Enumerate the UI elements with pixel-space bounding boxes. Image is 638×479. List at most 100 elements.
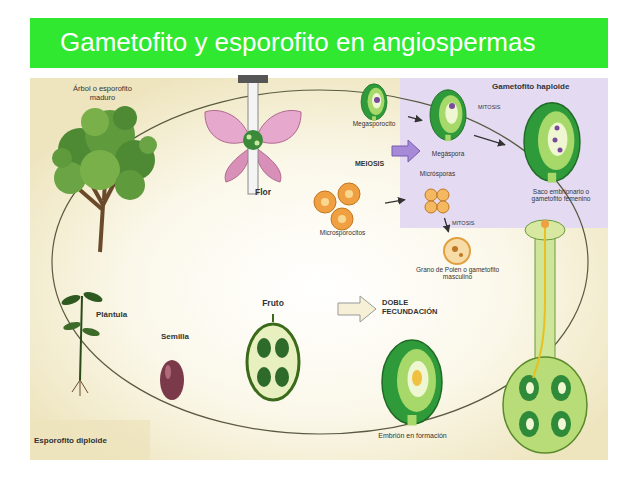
stage-label: Megasporocito [340,120,408,127]
sac-nucleus [555,126,560,131]
pistil-illustration [503,220,587,453]
pollen-grain [444,238,470,264]
ovule [551,375,571,401]
petal [225,148,250,182]
tree-canopy [80,150,120,190]
tree-canopy [115,170,145,200]
megasporocyte-cell [374,97,380,103]
seedling-leaf [81,326,100,337]
pollen-tube [533,226,545,378]
stage-node: Fruto [238,298,308,408]
microsporocyte [338,183,360,205]
meiosis-arrow [392,140,420,162]
embryo [412,370,422,386]
stage-node: Saco embrionario o gametofito femenino [505,98,605,222]
stage-node: Megáspora [422,80,474,175]
seedling-stem [80,296,82,380]
ovary-dot [255,141,260,146]
ovule [551,411,571,437]
stage-label: Grano de Polen o gametofito masculino [415,266,500,281]
stage-label: Megáspora [422,150,474,157]
title-banner [30,18,608,68]
microspore [425,201,437,213]
microspore [425,189,437,201]
pollen-nucleus [452,246,458,252]
haploid-region [400,78,608,228]
stage-label: Micrósporas [405,170,470,177]
tree-illustration [52,106,157,252]
megasporocyte-ovule [361,84,387,121]
cycle-label: Esporofito diploide [34,436,144,445]
pollen-nucleus [459,253,463,257]
flower-illustration [205,75,301,194]
ovule-sac [558,382,566,394]
stage-node: Micrósporas [405,170,470,218]
tree-canopy [113,106,137,130]
tree-canopy [139,136,157,154]
fruit-seed [275,367,289,387]
petal [256,148,281,182]
seedling-roots [72,380,88,396]
fruit-stalk [272,314,274,322]
microsporocyte [331,208,353,230]
seedling-leaf [82,290,104,304]
cycle-label: Gametofito haploide [492,82,604,91]
stage-node: Microsporocitos [300,178,385,243]
stage-node: Embrión en formación [360,330,465,450]
fruit-seed [275,338,289,358]
stage-arrow [474,135,505,144]
seedling-illustration [60,290,104,396]
microsporocyte-nucleus [338,215,346,223]
fruit-wall [247,324,299,400]
tree-canopy [52,148,72,168]
microsporocyte-nucleus [345,190,353,198]
picture-background [30,78,608,460]
ovule-sac [526,382,534,394]
fruit-seed [257,338,271,358]
stage-label: Microsporocitos [300,229,385,236]
ovary [243,130,263,150]
tree-canopy [81,108,109,136]
microsporocyte [314,191,336,213]
stage-node: Flor [200,72,310,207]
seedling-leaf [60,293,82,307]
cycle-label: DOBLE FECUNDACIÓN [382,299,444,316]
stage-label: Flor [255,188,295,198]
seedling-leaf [62,320,81,331]
stage-node: Plántula [48,280,143,385]
stage-label: Fruto [238,299,308,309]
stage-arrow [385,200,405,203]
ovule-sac [526,418,534,430]
microspore [437,189,449,201]
stage-label: Semilla [145,332,205,341]
stage-arrow [408,117,422,121]
stage-node: Semilla [145,330,205,408]
fruit-seed [257,367,271,387]
embryo-sac-ovule [524,103,580,183]
seed [160,360,184,400]
seed-highlight [165,365,171,379]
stage-node: Megasporocito [340,80,408,135]
cycle-label: MEIOSIS [355,160,400,168]
ovule [519,375,539,401]
stage-node: Árbol o esporofito maduro [45,83,160,253]
microspore [437,201,449,213]
ovule-sac [558,418,566,430]
ovary [503,357,587,453]
stage-label: Árbol o esporofito maduro [65,85,140,102]
sac-nucleus [558,148,563,153]
embryo-ovule [382,340,442,426]
fruit-illustration [247,314,299,400]
stage-label: Saco embrionario o gametofito femenino [519,188,603,203]
stage-node: Grano de Polen o gametofito masculino [415,232,500,294]
cycle-label: MITOSIS [478,104,508,110]
pollen-grain [541,220,549,228]
diploid-band [30,420,150,460]
stage-arrow [444,218,448,232]
